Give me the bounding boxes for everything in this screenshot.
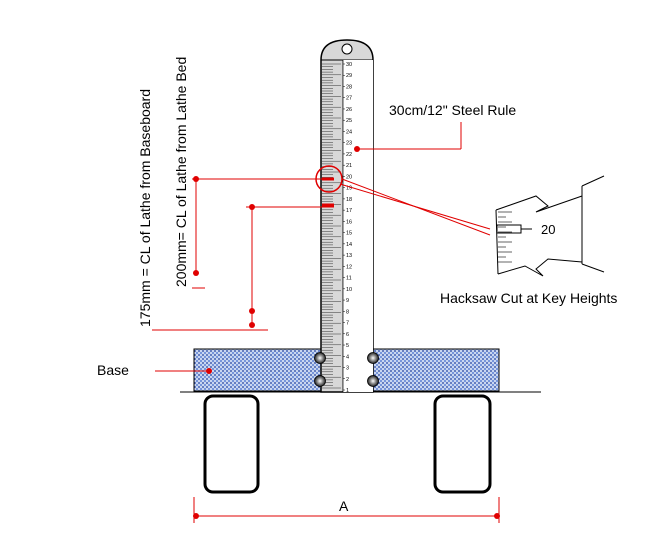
rule-number: 1	[346, 388, 349, 394]
rule-number: 26	[346, 107, 352, 113]
rule-number: 25	[346, 118, 352, 124]
rule-number: 20	[346, 174, 352, 180]
cl-baseboard-label: 175mm = CL of Lathe from Baseboard	[137, 89, 153, 327]
rule-number: 5	[346, 343, 349, 349]
rule-number: 23	[346, 141, 352, 147]
rule-number: 15	[346, 231, 352, 237]
steel-rule-label: 30cm/12" Steel Rule	[389, 102, 516, 118]
rule-number: 14	[346, 242, 352, 248]
dimension-a	[193, 497, 500, 523]
rule-number: 30	[346, 62, 352, 68]
rule-number: 19	[346, 186, 352, 192]
rule-number: 8	[346, 309, 349, 315]
rule-number: 10	[346, 287, 352, 293]
bolt-icon	[367, 375, 379, 387]
dimension-175mm	[152, 204, 334, 331]
rule-number: 3	[346, 366, 349, 372]
zoom-number: 20	[541, 222, 555, 237]
steel-rule: 3029282726252423222120191817161514131211…	[320, 39, 374, 394]
rule-number: 4	[346, 354, 349, 360]
hanging-hole	[341, 43, 353, 55]
rule-number: 18	[346, 197, 352, 203]
rule-number: 29	[346, 73, 352, 79]
bolt-icon	[314, 375, 326, 387]
bolt-icon	[367, 352, 379, 364]
zoom-detail: 20	[495, 175, 605, 277]
foot-right	[433, 394, 492, 494]
rule-number: 13	[346, 253, 352, 259]
rule-number: 7	[346, 321, 349, 327]
rule-numbers: 3029282726252423222120191817161514131211…	[346, 62, 352, 394]
rule-number: 22	[346, 152, 352, 158]
rule-number: 27	[346, 96, 352, 102]
rule-number: 12	[346, 264, 352, 270]
bolt-icon	[314, 352, 326, 364]
hacksaw-cut-label: Hacksaw Cut at Key Heights	[440, 290, 617, 306]
rule-number: 21	[346, 163, 352, 169]
leader-dot	[354, 146, 360, 152]
rule-number: 11	[346, 276, 352, 282]
rule-number: 16	[346, 219, 352, 225]
zoom-leader	[341, 178, 491, 236]
rule-number: 2	[346, 377, 349, 383]
dimension-200mm	[192, 176, 334, 289]
base-label: Base	[97, 362, 129, 378]
dimension-a-label: A	[339, 498, 349, 514]
leader-dot	[206, 368, 212, 374]
rule-number: 6	[346, 332, 349, 338]
rule-number: 24	[346, 129, 352, 135]
rule-number: 17	[346, 208, 352, 214]
rule-number: 28	[346, 84, 352, 90]
rule-number: 9	[346, 298, 349, 304]
foot-left	[203, 394, 260, 494]
cl-lathe-bed-label: 200mm= CL of Lathe from Lathe Bed	[173, 57, 189, 287]
